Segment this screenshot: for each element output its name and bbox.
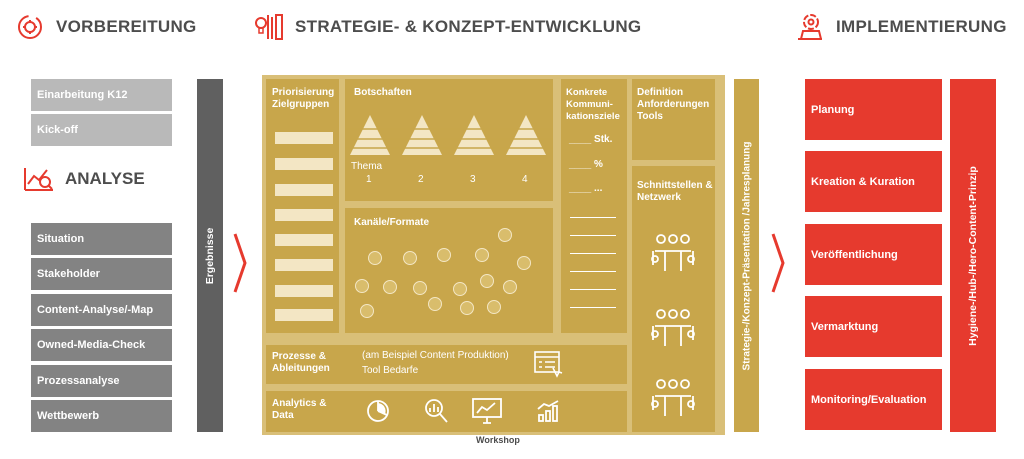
channel-dot (460, 301, 474, 315)
ergebnisse-bar: Ergebnisse (197, 79, 223, 432)
process-list-icon (534, 351, 563, 378)
impl-item-kreation: Kreation & Kuration (805, 151, 942, 212)
impl-item-monitoring: Monitoring/Evaluation (805, 369, 942, 430)
goal-line (570, 289, 616, 290)
box-schnittstellen: Schnittstellen & Netzwerk (632, 166, 715, 432)
prio-bar (275, 234, 333, 246)
ergebnisse-label: Ergebnisse (204, 227, 216, 284)
channel-dot (475, 248, 489, 262)
analyse-item-wettbewerb: Wettbewerb (31, 400, 172, 432)
bar-chart-icon (537, 400, 559, 422)
prio-bar (275, 158, 333, 170)
botschaften-label: Botschaften (354, 87, 412, 98)
meeting-icon (651, 234, 695, 271)
prio-bar (275, 259, 333, 271)
header-vorbereitung-label: VORBEREITUNG (56, 17, 197, 36)
channel-dot (428, 297, 442, 311)
analyse-item-owned-media: Owned-Media-Check (31, 329, 172, 361)
strategie-praesentation-bar: Strategie-/Konzept-Präsentation /Jahresp… (734, 79, 759, 432)
box-konkrete-ziele: Konkrete Kommuni-kationsziele ____ Stk. … (561, 79, 627, 333)
pyramid-icons (345, 115, 553, 155)
thema-number: 4 (522, 174, 528, 185)
magnifier-chart-icon (425, 399, 448, 423)
prozesse-detail-2: Tool Bedarfe (362, 365, 419, 376)
channel-dot (480, 274, 494, 288)
dots-label: ____ ... (569, 183, 603, 194)
prio-bar (275, 309, 333, 321)
strategie-praesentation-label: Strategie-/Konzept-Präsentation /Jahresp… (741, 141, 752, 370)
arrow-right-icon (233, 233, 247, 293)
impl-item-vermarktung: Vermarktung (805, 296, 942, 357)
prozesse-label: Prozesse & Ableitungen (272, 351, 330, 374)
goal-line (570, 307, 616, 308)
meeting-icon (651, 379, 695, 416)
thema-label: Thema (351, 161, 383, 172)
hero-content-label: Hygiene-/Hub-/Hero-Content-Prinzip (967, 165, 979, 346)
goal-line (570, 271, 616, 272)
analytics-label: Analytics & Data (272, 398, 327, 421)
channel-dot (498, 228, 512, 242)
analyse-item-content: Content-Analyse/-Map (31, 294, 172, 326)
impl-item-veroeffentlichung: Veröffentlichung (805, 224, 942, 285)
channel-dot (368, 251, 382, 265)
arrow-right-icon (771, 233, 785, 293)
analyse-item-prozess: Prozessanalyse (31, 365, 172, 397)
meeting-icon (651, 309, 695, 346)
channel-dot (503, 280, 517, 294)
goal-line (570, 217, 616, 218)
impl-item-planung: Planung (805, 79, 942, 140)
analyse-title: ANALYSE (23, 164, 145, 194)
pct-label: ____ % (569, 159, 603, 170)
stk-label: ____ Stk. (569, 134, 613, 145)
goal-line (570, 253, 616, 254)
analyse-item-situation: Situation (31, 223, 172, 255)
box-botschaften: Botschaften Thema 1 2 3 4 (345, 79, 553, 201)
prozesse-detail-1: (am Beispiel Content Produktion) (362, 350, 509, 361)
prio-bar (275, 132, 333, 144)
konkrete-label: Konkrete Kommuni-kationsziele (566, 87, 620, 122)
definition-label: Definition Anforderungen Tools (637, 87, 710, 122)
analyse-item-stakeholder: Stakeholder (31, 258, 172, 290)
item-einarbeitung: Einarbeitung K12 (31, 79, 172, 111)
channel-dot (413, 281, 427, 295)
channel-dot (403, 251, 417, 265)
pie-chart-icon (367, 400, 389, 422)
box-priorisierung: Priorisierung Zielgruppen (266, 79, 339, 333)
channel-dot (487, 300, 501, 314)
box-prozesse: Prozesse & Ableitungen (am Beispiel Cont… (266, 345, 627, 384)
channel-dot (360, 304, 374, 318)
header-strategie-label: STRATEGIE- & KONZEPT-ENTWICKLUNG (295, 17, 642, 36)
thema-number: 3 (470, 174, 476, 185)
prio-bar (275, 285, 333, 297)
channel-dot (383, 280, 397, 294)
kanaele-label: Kanäle/Formate (354, 217, 430, 228)
header-strategie: STRATEGIE- & KONZEPT-ENTWICKLUNG (253, 14, 642, 40)
header-vorbereitung: VORBEREITUNG (14, 15, 197, 39)
item-kick-off: Kick-off (31, 114, 172, 146)
schnittstellen-label: Schnittstellen & Netzwerk (637, 180, 713, 203)
thema-number: 2 (418, 174, 424, 185)
prio-bar (275, 209, 333, 221)
box-kanaele: Kanäle/Formate (345, 208, 553, 333)
header-implementierung-label: IMPLEMENTIERUNG (836, 17, 1007, 36)
channel-dot (355, 279, 369, 293)
hero-content-bar: Hygiene-/Hub-/Hero-Content-Prinzip (950, 79, 996, 432)
channel-dot (453, 282, 467, 296)
gear-laptop-icon (798, 14, 822, 40)
priorisierung-label: Priorisierung Zielgruppen (272, 87, 335, 110)
monitor-chart-icon (472, 398, 502, 424)
prio-bar (275, 184, 333, 196)
header-implementierung: IMPLEMENTIERUNG (794, 14, 1007, 40)
channel-dot (437, 248, 451, 262)
idea-tools-icon (255, 14, 283, 40)
analysis-chart-icon (24, 168, 53, 191)
thema-number: 1 (366, 174, 372, 185)
box-definition: Definition Anforderungen Tools (632, 79, 715, 160)
analyse-title-label: ANALYSE (65, 169, 145, 188)
gear-cycle-icon (18, 15, 42, 39)
channel-dot (517, 256, 531, 270)
goal-line (570, 235, 616, 236)
box-analytics: Analytics & Data (266, 391, 627, 432)
workshop-label: Workshop (476, 435, 520, 445)
